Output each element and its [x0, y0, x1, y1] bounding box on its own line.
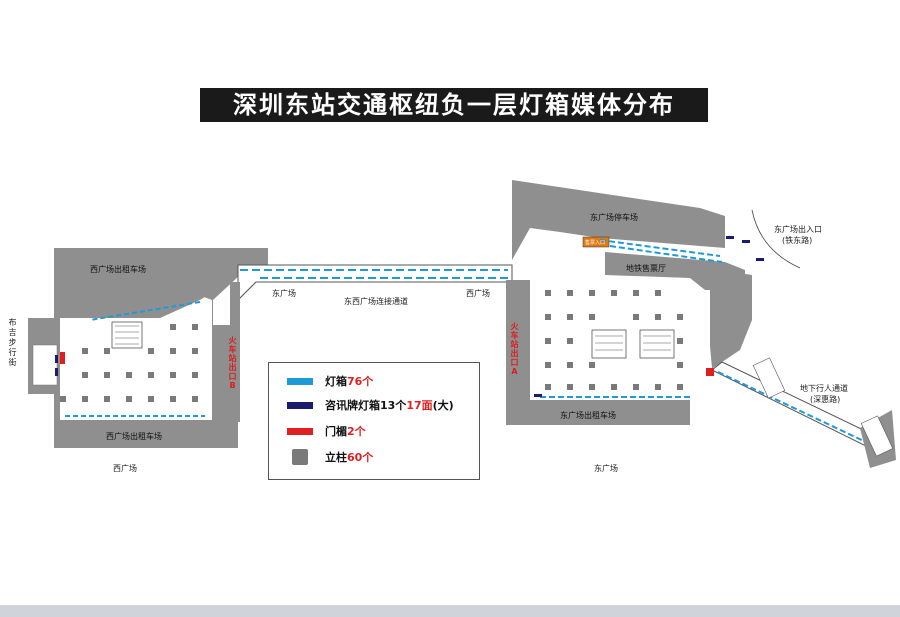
east-east-wall	[710, 270, 752, 370]
east-escalator-right	[639, 329, 675, 359]
pillar-count: 60个	[347, 451, 374, 464]
lightbox-swatch	[287, 377, 313, 385]
west-south-parking-label: 西广场出租车场	[106, 432, 162, 441]
train-exit-b-label: 火车站出口B	[228, 336, 237, 390]
west-escalator	[111, 321, 143, 349]
east-north-parking-block	[512, 180, 725, 260]
west-pillars	[60, 324, 198, 402]
walkway-lightbox	[717, 371, 871, 445]
pillar-label: 立柱	[325, 451, 347, 464]
east-square-top-label: 东广场	[272, 289, 296, 298]
map-title: 深圳东站交通枢纽负一层灯箱媒体分布	[200, 88, 708, 122]
east-square-bottom-label: 东广场	[594, 464, 618, 473]
west-left-inner	[32, 344, 58, 386]
bus-hall-label: 地铁售票厅	[626, 264, 666, 273]
west-south-parking-block	[60, 420, 215, 448]
east-bus-hall-block	[605, 252, 745, 290]
corridor-south-pillar	[230, 282, 240, 422]
lightbox-count: 76个	[347, 375, 374, 388]
west-north-parking-block	[54, 248, 268, 318]
metro-exit-label: 东广场出入口	[774, 225, 822, 234]
ticket-sign-label: 售票入口	[585, 240, 606, 246]
metro-exit-road-label: (铁东路)	[782, 236, 813, 245]
train-exit-a-label: 火车站出口A	[510, 322, 519, 376]
underground-walkway-label: 地下行人通道	[800, 384, 848, 393]
east-escalator-left	[591, 329, 627, 359]
underground-walkway	[711, 361, 881, 451]
pillar-swatch	[292, 449, 308, 465]
lightbox-label: 灯箱	[325, 375, 347, 388]
east-pillars	[545, 290, 683, 390]
metro-exit-arc	[751, 209, 801, 269]
corridor-west-label: 西广场	[466, 289, 490, 298]
east-lightbox-north-2	[609, 245, 723, 263]
east-south-parking-label: 东广场出租车场	[560, 411, 616, 420]
corridor-label: 东西广场连接通道	[344, 297, 408, 306]
footer-bar	[0, 605, 900, 617]
info-count: 13个	[380, 399, 407, 412]
west-lightbox-north	[89, 301, 201, 321]
east-north-parking-label: 东广场停车场	[590, 213, 638, 222]
east-lightbox-north	[599, 239, 721, 257]
door-label: 门楣	[325, 425, 347, 438]
info-board-swatch	[287, 401, 313, 409]
west-north-parking-label: 西广场出租车场	[90, 265, 146, 274]
pedestrian-street-label: 布吉步行街	[8, 318, 17, 367]
info-faces: 17面	[406, 399, 433, 412]
west-square-label: 西广场	[113, 464, 137, 473]
underground-walkway-road-label: (深惠路)	[810, 395, 841, 404]
east-west-wall	[506, 280, 530, 425]
door-lintel-west	[60, 352, 65, 364]
door-count: 2个	[347, 425, 366, 438]
walkway-stairs	[752, 357, 894, 457]
info-suffix: (大)	[432, 399, 454, 412]
door-swatch	[287, 427, 313, 435]
door-lintel-east	[706, 368, 714, 376]
east-south-parking-block	[530, 400, 690, 425]
info-boards	[55, 236, 764, 397]
info-label: 咨讯牌灯箱	[325, 399, 380, 412]
